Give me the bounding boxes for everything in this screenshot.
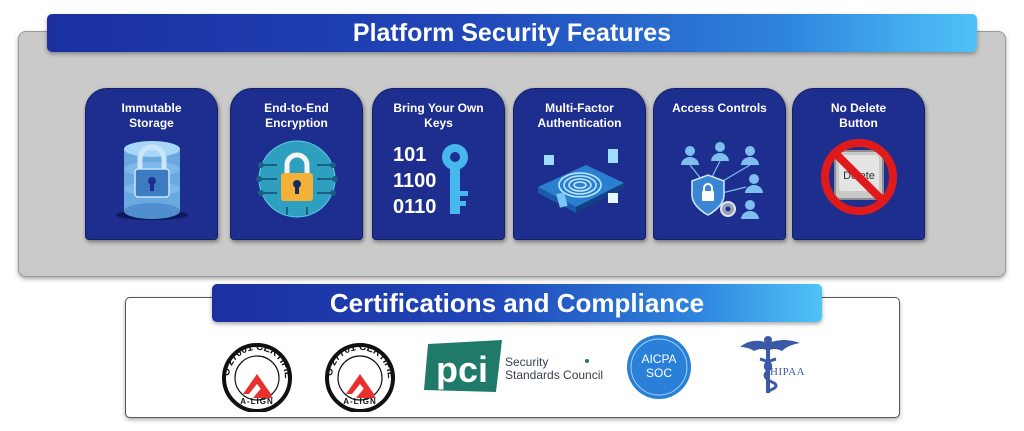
feature-card-byok: Bring Your Own Keys 101 1100 0110 bbox=[372, 88, 505, 240]
certifications-banner: Certifications and Compliance bbox=[212, 284, 822, 322]
no-delete-key-icon: Delete bbox=[821, 139, 897, 215]
database-lock-icon bbox=[116, 141, 188, 220]
feature-card-title: Multi-Factor Authentication bbox=[537, 101, 622, 130]
security-features-banner: Platform Security Features bbox=[47, 14, 977, 52]
feature-card-encryption: End-to-End Encryption bbox=[230, 88, 363, 240]
binary-key-icon: 101 1100 0110 bbox=[393, 144, 468, 218]
svg-text:1100: 1100 bbox=[393, 170, 436, 192]
users-shield-icon bbox=[681, 142, 763, 219]
feature-card-title: Immutable Storage bbox=[121, 101, 182, 130]
feature-card-title: Bring Your Own Keys bbox=[393, 101, 484, 130]
iso-27701-badge-icon: ISO 27701 CERTIFIED bbox=[322, 334, 396, 412]
feature-card-access-controls: Access Controls bbox=[653, 88, 786, 240]
hipaa-caduceus-icon bbox=[740, 336, 800, 393]
feature-card-title: No Delete Button bbox=[830, 101, 887, 130]
soc-label: SOC bbox=[645, 366, 672, 380]
svg-text:0110: 0110 bbox=[393, 196, 436, 218]
feature-card-no-delete: No Delete Button Delete bbox=[792, 88, 925, 240]
fingerprint-icon bbox=[538, 149, 624, 213]
pci-logo-icon: pci bbox=[424, 340, 589, 392]
pci-mark: pci bbox=[436, 349, 488, 390]
hipaa-label: HIPAA bbox=[770, 366, 806, 378]
feature-card-title: End-to-End Encryption bbox=[264, 101, 329, 130]
aicpa-soc-badge-icon bbox=[627, 335, 691, 399]
feature-cards: Immutable Storage End-to-End Encryption bbox=[85, 88, 925, 240]
iso-27701-brand: A-LIGN bbox=[343, 397, 377, 406]
feature-card-immutable-storage: Immutable Storage bbox=[85, 88, 218, 240]
circuit-padlock-icon bbox=[256, 140, 338, 218]
feature-card-title: Access Controls bbox=[672, 101, 767, 115]
pci-council-text: Security Standards Council bbox=[505, 355, 604, 382]
soc-aicpa-label: AICPA bbox=[641, 352, 677, 366]
iso-27001-badge-icon: ISO 27001 CERTIFIED bbox=[219, 334, 293, 412]
security-features-title: Platform Security Features bbox=[352, 18, 672, 47]
iso-27001-brand: A-LIGN bbox=[240, 397, 274, 406]
feature-card-mfa: Multi-Factor Authentication bbox=[513, 88, 646, 240]
certifications-title: Certifications and Compliance bbox=[329, 287, 705, 318]
svg-text:101: 101 bbox=[393, 144, 426, 166]
